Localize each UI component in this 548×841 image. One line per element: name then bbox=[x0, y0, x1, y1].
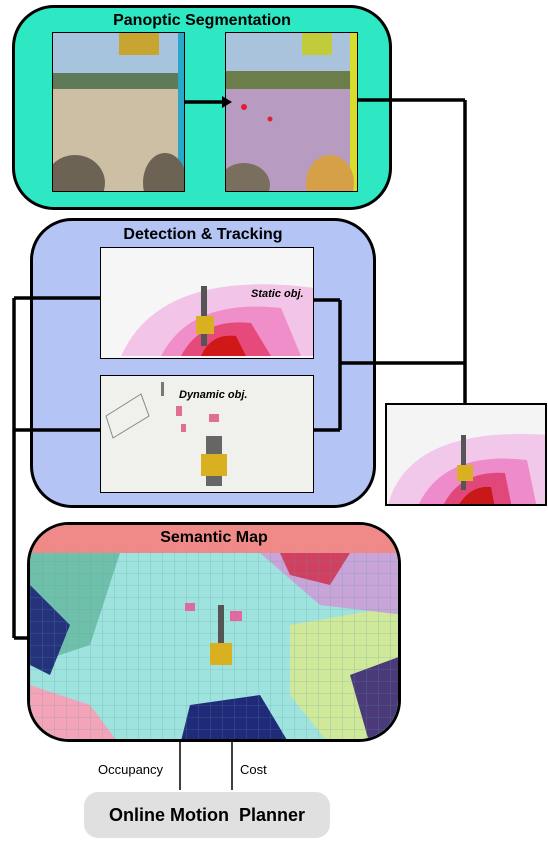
static-objects-label: Static obj. bbox=[251, 288, 304, 300]
occupancy-label: Occupancy bbox=[98, 762, 164, 777]
panoptic-segmentation-title: Panoptic Segmentation bbox=[113, 12, 291, 29]
semantic-map-panel: Semantic Map bbox=[27, 522, 401, 742]
camera-image bbox=[52, 32, 185, 192]
semantic-map-title: Semantic Map bbox=[160, 529, 268, 546]
fused-pointcloud-image bbox=[385, 403, 547, 506]
static-objects-pointcloud: Static obj. bbox=[100, 247, 314, 359]
online-motion-planner-title: Online Motion Planner bbox=[108, 805, 305, 825]
dynamic-objects-pointcloud: Dynamic obj. bbox=[100, 375, 314, 493]
online-motion-planner-box: Online Motion Planner bbox=[84, 792, 330, 838]
segmented-image bbox=[225, 32, 358, 192]
cost-label: Cost bbox=[240, 762, 267, 777]
detection-tracking-title: Detection & Tracking bbox=[123, 226, 283, 243]
dynamic-objects-label: Dynamic obj. bbox=[179, 389, 248, 401]
